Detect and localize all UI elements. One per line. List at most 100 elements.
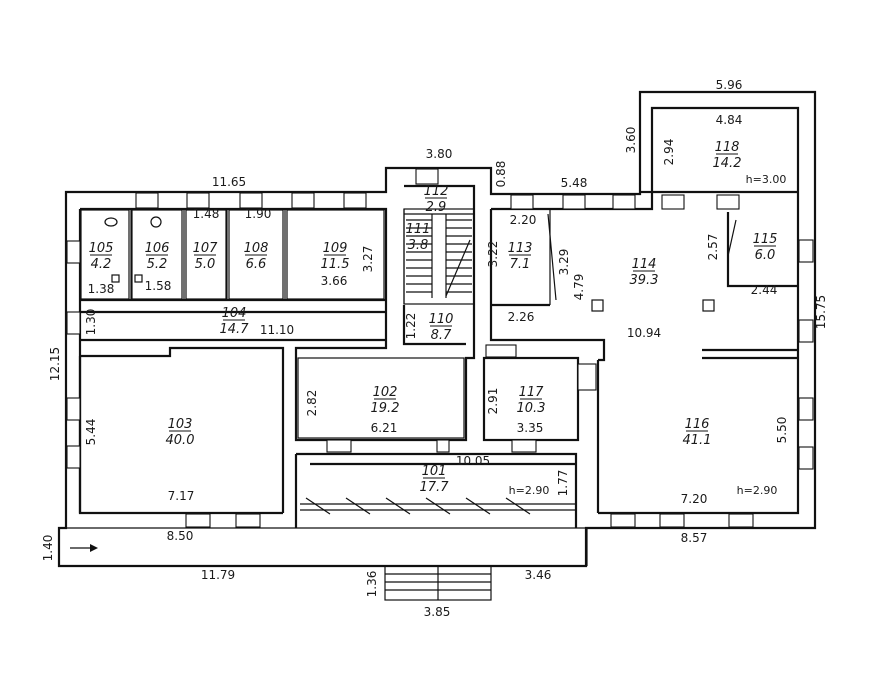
dimension-label: 0.88 [494, 161, 508, 188]
dimension-label: 11.65 [212, 175, 246, 189]
dimension-lines [59, 92, 641, 567]
room-area: 4.2 [91, 257, 112, 272]
ceiling-height-note: h=2.90 [737, 484, 778, 497]
room-number: 108 [244, 241, 269, 256]
dimension-label: 1.38 [88, 282, 115, 296]
dimension-label: 2.20 [510, 213, 537, 227]
dimension-label: 2.26 [508, 310, 535, 324]
dimension-label: 3.27 [361, 246, 375, 273]
room-area: 19.2 [371, 401, 400, 416]
room-area: 7.1 [510, 257, 531, 272]
ceiling-height-note: h=2.90 [509, 484, 550, 497]
room-number: 112 [424, 184, 449, 199]
dimension-label: 10.94 [627, 326, 661, 340]
dimension-label: 3.60 [624, 127, 638, 154]
sink-icon [134, 274, 143, 283]
dimension-label: 7.17 [168, 489, 195, 503]
toilet-icon [150, 216, 162, 228]
room-area: 3.8 [408, 238, 429, 253]
dimension-label: 3.35 [517, 421, 544, 435]
dimension-label: 3.22 [486, 241, 500, 268]
corridor-glazing [300, 497, 576, 515]
ceiling-height-note: h=3.00 [746, 173, 787, 186]
dimension-label: 11.79 [201, 568, 235, 582]
dimension-label: 3.85 [424, 605, 451, 619]
dimension-label: 4.84 [716, 113, 743, 127]
entry-arrow-icon [70, 544, 98, 552]
dimension-label: 1.36 [365, 571, 379, 598]
dimension-label: 1.22 [404, 313, 418, 340]
stair-treads [404, 213, 474, 298]
room-number: 103 [168, 417, 193, 432]
room-number: 109 [323, 241, 348, 256]
dimension-label: 1.90 [245, 207, 272, 221]
room-number: 110 [429, 312, 454, 327]
room-number: 104 [222, 306, 247, 321]
room-number: 115 [753, 232, 778, 247]
dimension-label: 2.82 [305, 390, 319, 417]
dimension-label: 6.21 [371, 421, 398, 435]
sink-icon [111, 274, 120, 283]
room-number: 116 [685, 417, 710, 432]
room-area: 40.0 [166, 433, 195, 448]
dimension-label: 3.66 [321, 274, 348, 288]
dimension-label: 2.44 [751, 283, 778, 297]
dimension-label: 3.80 [426, 147, 453, 161]
dimension-label: 12.15 [48, 347, 62, 381]
interior-walls [78, 208, 798, 528]
room-area: 6.6 [246, 257, 267, 272]
dimension-label: 1.77 [556, 470, 570, 497]
room-area: 8.7 [431, 328, 452, 343]
room-area: 6.0 [755, 248, 776, 263]
room-area: 2.9 [426, 200, 447, 215]
room-area: 5.2 [147, 257, 168, 272]
room-number: 101 [422, 464, 447, 479]
room-number: 107 [193, 241, 219, 256]
dimension-label: 1.30 [84, 309, 98, 336]
room-number: 117 [519, 385, 545, 400]
dimension-label: 3.46 [525, 568, 552, 582]
dimension-label: 2.91 [486, 388, 500, 415]
dimension-label: 5.96 [716, 78, 743, 92]
dimension-label: 15.75 [814, 295, 828, 329]
dimension-label: 11.10 [260, 323, 294, 337]
room-number: 102 [373, 385, 398, 400]
dimension-label: 2.94 [662, 139, 676, 166]
room-area: 11.5 [321, 257, 350, 272]
dimension-label: 8.50 [167, 529, 194, 543]
dimension-label: 7.20 [681, 492, 708, 506]
room-number: 105 [89, 241, 114, 256]
dimension-label: 4.79 [572, 274, 586, 301]
dimension-label: 5.48 [561, 176, 588, 190]
room-area: 39.3 [630, 273, 659, 288]
dimension-label: 8.57 [681, 531, 708, 545]
toilet-icon [104, 217, 118, 227]
dimension-label: 5.44 [84, 419, 98, 446]
room-number: 113 [508, 241, 533, 256]
room-area: 17.7 [420, 480, 450, 495]
room-area: 14.2 [713, 156, 742, 171]
room-number: 118 [715, 140, 740, 155]
dimension-label: 3.29 [557, 249, 571, 276]
dimension-label: 1.58 [145, 279, 172, 293]
dimension-label: 5.50 [775, 417, 789, 444]
room-area: 14.7 [220, 322, 250, 337]
dimension-label: 2.57 [706, 234, 720, 261]
